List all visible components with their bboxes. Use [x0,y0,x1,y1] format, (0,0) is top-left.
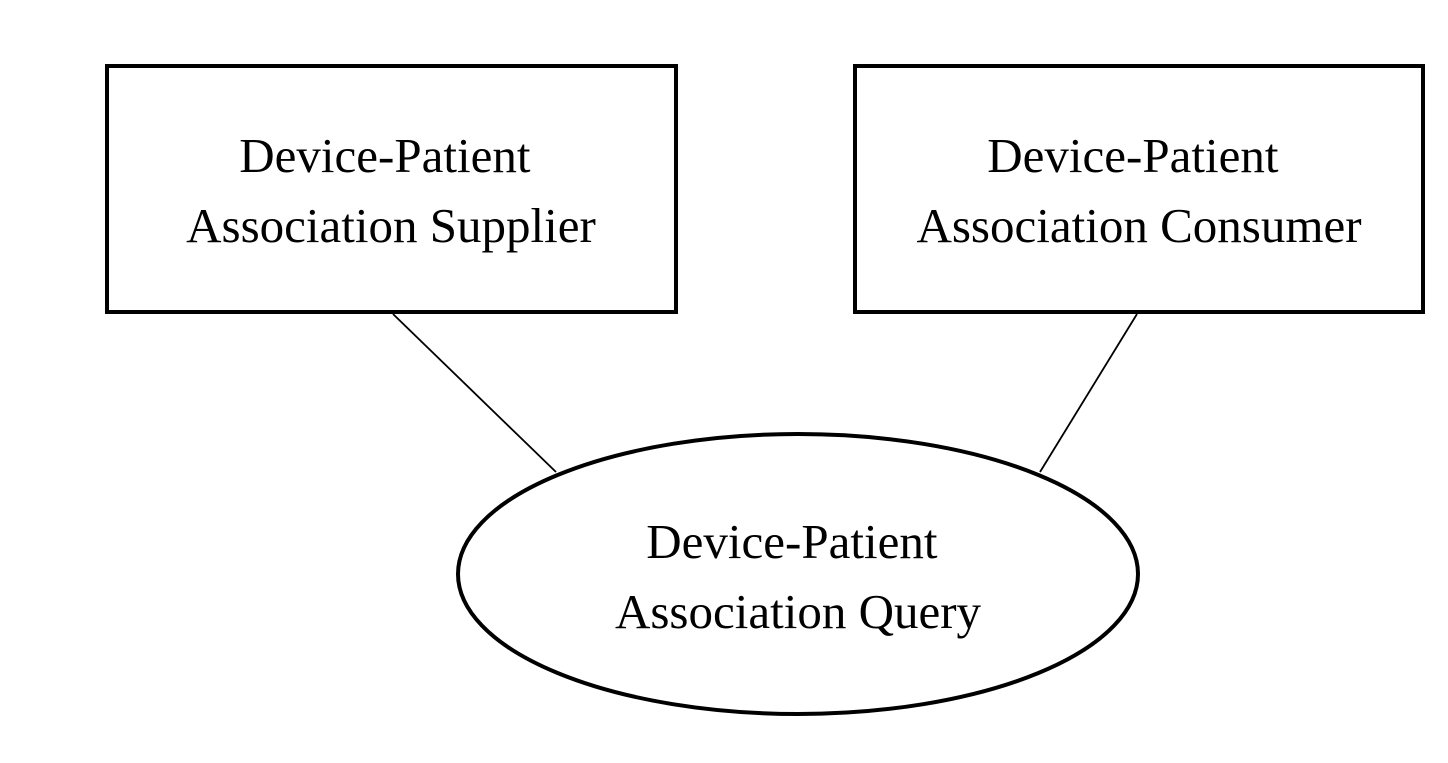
query-label: Device-Patient Association Query [615,514,982,639]
consumer-query-connector [1039,313,1138,473]
query-transaction-ellipse: Device-Patient Association Query [456,432,1140,716]
supplier-actor-box: Device-Patient Association Supplier [105,64,678,314]
query-ellipse-outline [456,432,1140,716]
consumer-label: Device-Patient Association Consumer [916,128,1361,253]
consumer-label-line1: Device-Patient [987,128,1279,183]
supplier-query-connector [392,313,557,473]
consumer-box-outline [853,64,1425,314]
supplier-label-line2: Association Supplier [186,198,596,253]
consumer-actor-box: Device-Patient Association Consumer [853,64,1425,314]
supplier-box-outline [105,64,678,314]
consumer-label-line2: Association Consumer [916,198,1361,253]
supplier-label: Device-Patient Association Supplier [186,128,596,253]
supplier-label-line1: Device-Patient [239,128,531,183]
query-label-line2: Association Query [615,584,982,639]
query-label-line1: Device-Patient [646,514,938,569]
